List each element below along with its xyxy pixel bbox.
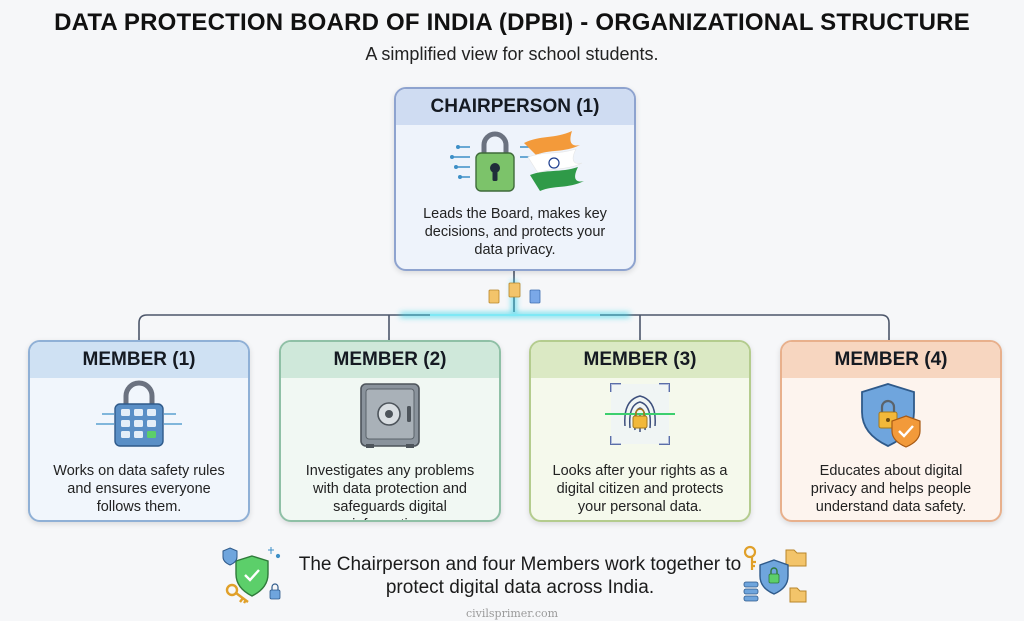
padlock-circuit-india-flag-icon bbox=[396, 125, 634, 197]
member-4-description: Educates about digital privacy and helps… bbox=[810, 463, 972, 515]
page-subtitle: A simplified view for school students. bbox=[365, 44, 659, 64]
document-icon bbox=[488, 289, 500, 304]
shield-padlock-icon bbox=[759, 559, 789, 595]
document-icon bbox=[529, 289, 541, 304]
footer-security-icons-left bbox=[222, 546, 284, 611]
chairperson-box: CHAIRPERSON (1) Leads the Board, makes k… bbox=[394, 87, 636, 271]
document-icon bbox=[508, 282, 521, 298]
member-4-box: MEMBER (4) Educates about digital privac… bbox=[780, 340, 1002, 522]
key-icon bbox=[743, 545, 757, 570]
member-1-description: Works on data safety rules and ensures e… bbox=[53, 463, 225, 515]
small-shield-icon bbox=[222, 547, 238, 566]
keypad-padlock-icon bbox=[30, 378, 248, 450]
member-2-box: MEMBER (2) Investigates any problems wit… bbox=[279, 340, 501, 522]
circuit-node-icon bbox=[268, 547, 281, 559]
shield-check-icon bbox=[235, 555, 269, 597]
database-icon bbox=[743, 581, 759, 602]
chairperson-heading: CHAIRPERSON (1) bbox=[396, 89, 634, 125]
safe-vault-icon bbox=[281, 378, 499, 450]
member-4-heading: MEMBER (4) bbox=[782, 342, 1000, 378]
page-title: DATA PROTECTION BOARD OF INDIA (DPBI) - … bbox=[54, 9, 970, 36]
member-1-box: MEMBER (1) Works on data safety rules an… bbox=[28, 340, 250, 522]
footer-security-icons-right bbox=[742, 544, 808, 611]
watermark: civilsprimer.com bbox=[465, 607, 559, 620]
fingerprint-scan-icon bbox=[531, 378, 749, 450]
small-padlock-icon bbox=[269, 583, 281, 600]
chairperson-description: Leads the Board, makes key decisions, an… bbox=[423, 206, 607, 258]
member-3-box: MEMBER (3) Looks after your rights as a … bbox=[529, 340, 751, 522]
folder-icon bbox=[785, 549, 807, 567]
folder-icon bbox=[789, 587, 807, 603]
member-1-heading: MEMBER (1) bbox=[30, 342, 248, 378]
shield-padlock-icon bbox=[782, 378, 1000, 450]
member-2-heading: MEMBER (2) bbox=[281, 342, 499, 378]
footer-summary: The Chairperson and four Members work to… bbox=[298, 554, 742, 598]
member-2-description: Investigates any problems with data prot… bbox=[305, 463, 475, 520]
key-icon bbox=[225, 583, 249, 604]
member-3-heading: MEMBER (3) bbox=[531, 342, 749, 378]
member-3-description: Looks after your rights as a digital cit… bbox=[552, 463, 728, 515]
